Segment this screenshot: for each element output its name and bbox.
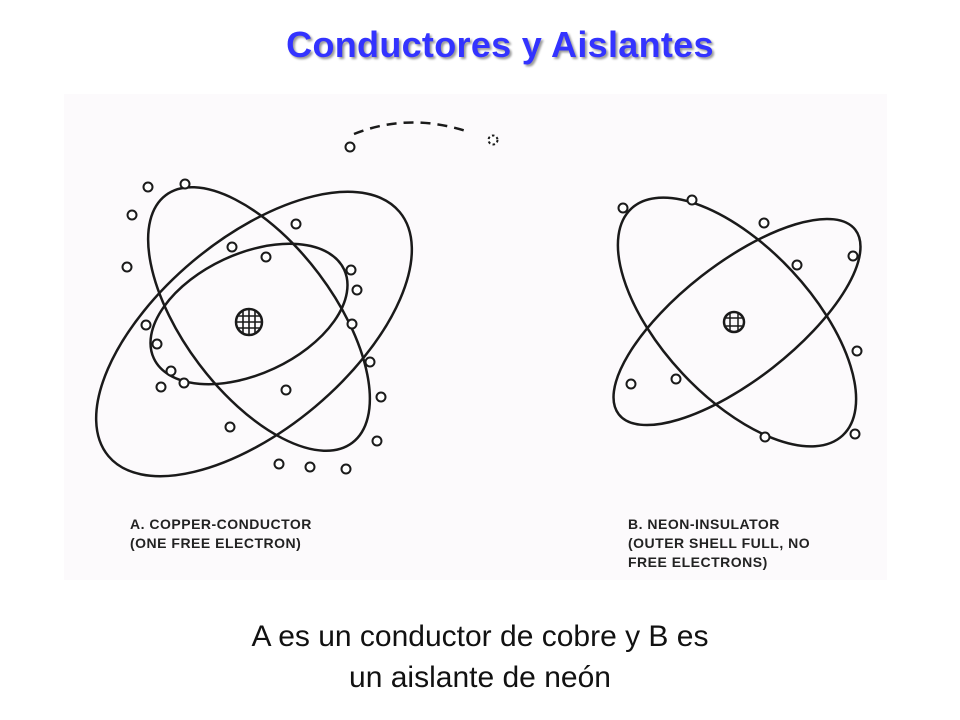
copper-nucleus <box>234 307 264 337</box>
caption-line-1: A es un conductor de cobre y B es <box>251 620 709 653</box>
slide-title: Conductores y Aislantes <box>286 24 714 65</box>
atom-diagram: A. COPPER-CONDUCTOR (ONE FREE ELECTRON) … <box>64 94 887 580</box>
neon-label-line-2: (OUTER SHELL FULL, NO <box>628 535 811 551</box>
copper-label-line-2: (ONE FREE ELECTRON) <box>130 535 302 551</box>
free-electron <box>487 134 499 146</box>
caption-line-2: un aislante de neón <box>349 661 611 694</box>
copper-orbit-inner <box>149 242 349 386</box>
neon-orbit-2 <box>612 217 862 427</box>
neon-label-line-3: FREE ELECTRONS) <box>628 554 768 570</box>
copper-conductor-label: A. COPPER-CONDUCTOR (ONE FREE ELECTRON) <box>130 515 312 553</box>
neon-orbit-1 <box>616 196 858 448</box>
neon-insulator-label: B. NEON-INSULATOR (OUTER SHELL FULL, NO … <box>628 515 810 572</box>
slide-caption: A es un conductor de cobre y B es un ais… <box>180 616 780 698</box>
copper-atom <box>94 121 470 478</box>
neon-atom <box>612 196 862 448</box>
copper-orbit-steep <box>146 185 372 453</box>
neon-nucleus <box>722 310 746 334</box>
free-electron-path <box>353 121 470 136</box>
atom-drawing <box>94 121 863 478</box>
copper-orbit-outer <box>94 190 414 478</box>
copper-label-line-1: A. COPPER-CONDUCTOR <box>130 516 312 532</box>
electrons <box>121 134 863 475</box>
neon-label-line-1: B. NEON-INSULATOR <box>628 516 780 532</box>
